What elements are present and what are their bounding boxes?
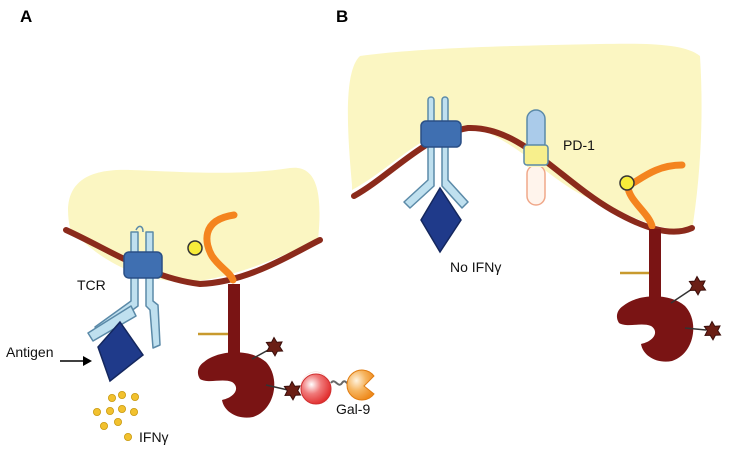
panel-a-cell-body [68, 167, 320, 282]
gal9-orange-domain [346, 369, 375, 401]
ifn-dot [130, 392, 139, 401]
antigen-diamond [97, 320, 145, 383]
antigen-label: Antigen [6, 344, 53, 360]
panel-b-label: B [336, 7, 348, 26]
glycan-star [703, 320, 722, 341]
pd1-label: PD-1 [563, 137, 595, 153]
glycan-star [265, 336, 284, 357]
gal9-label: Gal-9 [336, 401, 370, 417]
lipid-head-circle-b [619, 175, 635, 191]
ifn-dot [93, 407, 102, 416]
tim3-protein-a [197, 284, 302, 418]
lipid-anchor-b [619, 161, 686, 230]
tcr-receptor-b [403, 96, 469, 209]
panel-b-cell-body [347, 43, 702, 231]
panel-a: A TCR Antigen [6, 7, 375, 445]
ifn-gamma-label: IFNγ [139, 429, 169, 445]
antigen-arrow [60, 356, 92, 366]
tcr-receptor [87, 225, 163, 349]
ifn-dot [106, 406, 115, 415]
panel-a-label: A [20, 7, 32, 26]
tim3-head-a [197, 352, 275, 418]
panel-a-membrane [63, 227, 323, 288]
gal9-red-domain [300, 373, 332, 405]
glycan-star [688, 275, 707, 296]
no-ifn-gamma-label: No IFNγ [450, 259, 501, 275]
glycan-star [283, 380, 302, 401]
ifn-dot [118, 404, 127, 413]
gal9-molecule [300, 369, 375, 405]
lipid-anchor-a [187, 211, 238, 284]
tim3-protein-b [616, 229, 722, 362]
pd1-transmembrane-box [523, 144, 549, 166]
ifn-dot [114, 417, 123, 426]
ifn-dot [108, 393, 117, 402]
ifn-gamma-dots [93, 390, 139, 441]
ifn-dot [124, 432, 133, 441]
ifn-dot [118, 390, 127, 399]
tcr-cd3-box [123, 251, 163, 279]
lipid-head-circle [187, 240, 203, 256]
tcr-label: TCR [77, 277, 106, 293]
tcr-cd3-box-b [420, 120, 462, 148]
tim3-head-b [616, 296, 694, 362]
pd1-receptor [523, 109, 549, 206]
ifn-dot [129, 407, 138, 416]
antigen-diamond-b [420, 186, 462, 254]
ifn-dot [100, 421, 109, 430]
panel-b: B No IFNγ PD-1 [336, 7, 722, 362]
